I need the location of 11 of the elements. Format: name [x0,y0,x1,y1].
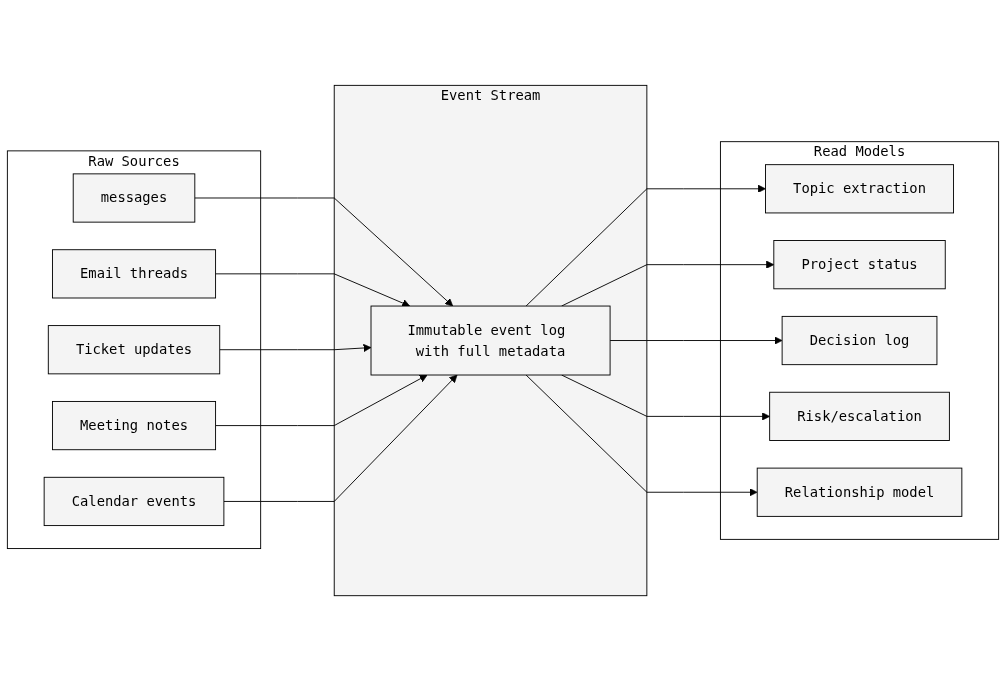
node-box: Decision log [781,316,938,366]
node-box: Project status [773,240,946,290]
node-box: Relationship model [756,468,963,518]
node-box: Risk/escalation [769,392,950,442]
node-box: Topic extraction [765,164,954,214]
node-box: Ticket updates [47,325,221,375]
node-box: Email threads [52,249,217,299]
node-box: Immutable event log with full metadata [370,306,611,376]
node-box: Meeting notes [52,401,217,451]
node-box: messages [72,173,196,224]
node-box: Calendar events [43,477,225,527]
